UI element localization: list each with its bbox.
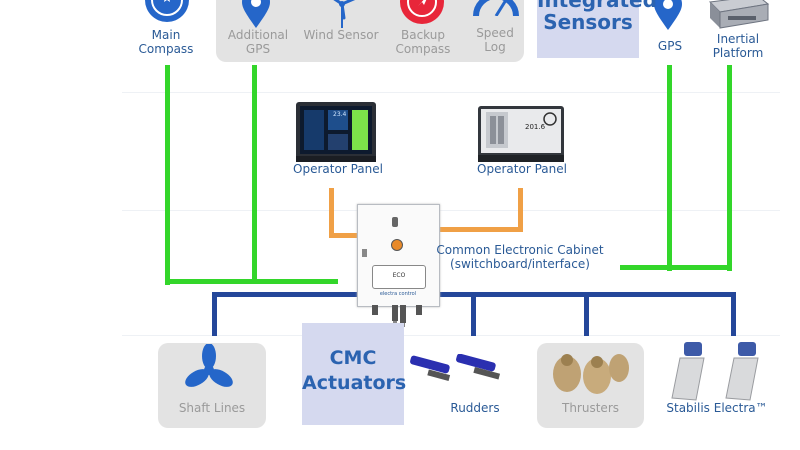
- label-line: Speed: [476, 26, 514, 40]
- grid-line: [122, 210, 780, 211]
- shaft-lines-label: Shaft Lines: [178, 401, 246, 415]
- thrusters-wire: [584, 292, 589, 336]
- main-compass-label: Main Compass: [128, 28, 204, 56]
- label-line: GPS: [245, 42, 271, 56]
- title-line: CMC: [329, 347, 377, 369]
- cabinet-screen: ECO: [372, 265, 426, 289]
- cabinet-brand: electra control: [379, 291, 417, 297]
- electronic-cabinet: ECO electra control: [357, 204, 440, 307]
- speed-log-icon: [473, 0, 519, 16]
- left-operator-panel-image: [296, 102, 376, 162]
- rudders-wire: [471, 292, 476, 336]
- label-line: Main: [151, 28, 181, 42]
- cmc-actuators-box: [302, 323, 404, 425]
- cmc-actuators-title: CMC Actuators: [302, 346, 407, 396]
- left-panel-wire: [329, 188, 334, 238]
- additional-gps-label: Additional GPS: [220, 28, 296, 56]
- left-panel-wire-h: [329, 233, 357, 238]
- inertial-platform-label: Inertial Platform: [702, 32, 774, 60]
- label-line: Backup: [401, 28, 445, 42]
- label-line: Additional: [227, 28, 289, 42]
- rudders-label: Rudders: [450, 401, 500, 415]
- sensor-bus-left: [165, 279, 338, 284]
- left-operator-panel-label: Operator Panel: [293, 162, 383, 176]
- label-line: Compass: [138, 42, 194, 56]
- backup-compass-icon: [400, 0, 444, 24]
- right-operator-panel-label: Operator Panel: [477, 162, 567, 176]
- thrusters-icon: [553, 354, 629, 394]
- label-line: Wind Sensor: [303, 28, 379, 42]
- shaft-lines-wire: [212, 292, 217, 336]
- right-panel-readout: 201.6: [525, 123, 546, 131]
- cabinet-switch-icon: [362, 249, 367, 257]
- actuator-bus-left: [212, 292, 358, 297]
- right-panel-wire-h: [440, 227, 523, 232]
- thrusters-label: Thrusters: [562, 401, 619, 415]
- label-line: Platform: [712, 46, 764, 60]
- main-compass-wire: [165, 65, 170, 285]
- inertial-platform-wire: [727, 65, 732, 271]
- propeller-icon: [185, 344, 233, 387]
- speed-log-label: Speed Log: [462, 26, 528, 54]
- grid-line: [122, 92, 780, 93]
- stabilis-wire: [731, 292, 736, 336]
- sensor-bus-right: [620, 265, 732, 270]
- gps-label: GPS: [640, 39, 700, 53]
- stabilis-electra-icon: [671, 342, 759, 401]
- rudders-icon: [410, 354, 501, 381]
- label-line: (switchboard/interface): [450, 257, 590, 271]
- right-panel-wire: [518, 188, 523, 232]
- left-panel-readout: 23.4: [333, 111, 347, 118]
- label-line: GPS: [657, 39, 683, 53]
- title-line: Integrated: [537, 0, 657, 12]
- label-line: Log: [484, 40, 506, 54]
- grid-line: [122, 335, 780, 336]
- cabinet-screen-text: ECO: [392, 272, 406, 279]
- gps-wire: [667, 65, 672, 271]
- main-compass-icon: [145, 0, 189, 22]
- title-line: Sensors: [543, 10, 633, 34]
- gps-icon: [654, 0, 682, 30]
- label-line: Compass: [395, 42, 451, 56]
- wind-sensor-label: Wind Sensor: [300, 28, 382, 42]
- integrated-sensors-box: [537, 0, 639, 58]
- right-operator-panel-image: [478, 106, 564, 162]
- title-line: Actuators: [302, 372, 407, 394]
- stabilis-label: Stabilis Electra™: [666, 401, 768, 415]
- additional-gps-wire: [252, 65, 257, 283]
- cabinet-indicator-icon: [391, 239, 403, 251]
- cabinet-label: Common Electronic Cabinet (switchboard/i…: [436, 243, 604, 271]
- label-line: Inertial: [716, 32, 760, 46]
- additional-gps-icon: [242, 0, 270, 28]
- label-line: Common Electronic Cabinet: [436, 243, 604, 257]
- wind-sensor-icon: [333, 0, 356, 28]
- backup-compass-label: Backup Compass: [385, 28, 461, 56]
- inertial-platform-icon: [708, 0, 770, 29]
- integrated-sensors-title: Integrated Sensors: [537, 0, 657, 34]
- cabinet-lock-icon: [392, 217, 398, 227]
